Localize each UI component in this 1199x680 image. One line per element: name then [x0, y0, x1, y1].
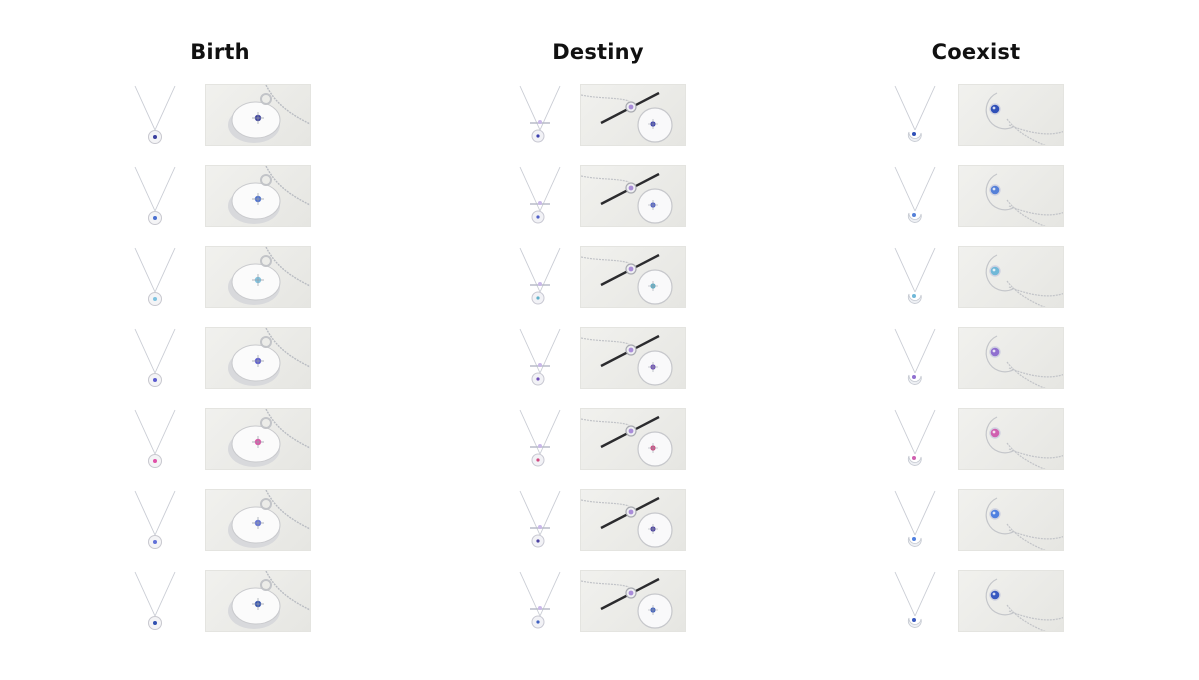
collection-title: Destiny	[552, 40, 644, 64]
pendant-photo-image[interactable]	[958, 246, 1064, 308]
pendant-photo-image[interactable]	[580, 84, 686, 146]
pendant-photo-image[interactable]	[580, 408, 686, 470]
product-row	[125, 570, 385, 640]
necklace-thumbnail-image[interactable]	[885, 489, 945, 555]
product-row	[885, 408, 1145, 478]
pendant-photo-image[interactable]	[958, 570, 1064, 632]
product-row	[510, 165, 770, 235]
pendant-photo-image[interactable]	[958, 408, 1064, 470]
collection-title: Coexist	[931, 40, 1021, 64]
pendant-photo-image[interactable]	[580, 165, 686, 227]
necklace-thumbnail-image[interactable]	[510, 408, 570, 474]
necklace-thumbnail-image[interactable]	[510, 327, 570, 393]
necklace-thumbnail-image[interactable]	[885, 408, 945, 474]
pendant-photo-image[interactable]	[958, 327, 1064, 389]
necklace-thumbnail-image[interactable]	[125, 84, 185, 150]
product-row	[885, 570, 1145, 640]
necklace-thumbnail-image[interactable]	[885, 84, 945, 150]
product-row	[125, 489, 385, 559]
pendant-photo-image[interactable]	[580, 489, 686, 551]
product-row	[510, 570, 770, 640]
necklace-thumbnail-image[interactable]	[510, 84, 570, 150]
collection-title: Birth	[190, 40, 250, 64]
necklace-thumbnail-image[interactable]	[125, 246, 185, 312]
pendant-photo-image[interactable]	[205, 408, 311, 470]
product-row	[510, 327, 770, 397]
product-row	[125, 408, 385, 478]
product-row	[885, 165, 1145, 235]
product-row	[510, 408, 770, 478]
necklace-thumbnail-image[interactable]	[510, 246, 570, 312]
necklace-thumbnail-image[interactable]	[510, 570, 570, 636]
necklace-thumbnail-image[interactable]	[885, 165, 945, 231]
pendant-photo-image[interactable]	[958, 84, 1064, 146]
necklace-thumbnail-image[interactable]	[125, 165, 185, 231]
product-row	[125, 165, 385, 235]
pendant-photo-image[interactable]	[205, 84, 311, 146]
pendant-photo-image[interactable]	[205, 489, 311, 551]
pendant-photo-image[interactable]	[958, 489, 1064, 551]
pendant-photo-image[interactable]	[958, 165, 1064, 227]
necklace-thumbnail-image[interactable]	[125, 489, 185, 555]
necklace-thumbnail-image[interactable]	[125, 570, 185, 636]
necklace-thumbnail-image[interactable]	[125, 327, 185, 393]
product-row	[885, 327, 1145, 397]
pendant-photo-image[interactable]	[205, 246, 311, 308]
pendant-photo-image[interactable]	[580, 570, 686, 632]
product-row	[885, 84, 1145, 154]
pendant-photo-image[interactable]	[205, 327, 311, 389]
product-row	[125, 327, 385, 397]
necklace-thumbnail-image[interactable]	[885, 570, 945, 636]
necklace-thumbnail-image[interactable]	[885, 327, 945, 393]
product-row	[885, 489, 1145, 559]
product-row	[885, 246, 1145, 316]
pendant-photo-image[interactable]	[205, 165, 311, 227]
pendant-photo-image[interactable]	[580, 327, 686, 389]
pendant-photo-image[interactable]	[580, 246, 686, 308]
necklace-thumbnail-image[interactable]	[125, 408, 185, 474]
product-row	[510, 489, 770, 559]
necklace-thumbnail-image[interactable]	[510, 489, 570, 555]
necklace-thumbnail-image[interactable]	[510, 165, 570, 231]
product-row	[125, 246, 385, 316]
product-row	[125, 84, 385, 154]
product-row	[510, 84, 770, 154]
pendant-photo-image[interactable]	[205, 570, 311, 632]
product-row	[510, 246, 770, 316]
necklace-thumbnail-image[interactable]	[885, 246, 945, 312]
